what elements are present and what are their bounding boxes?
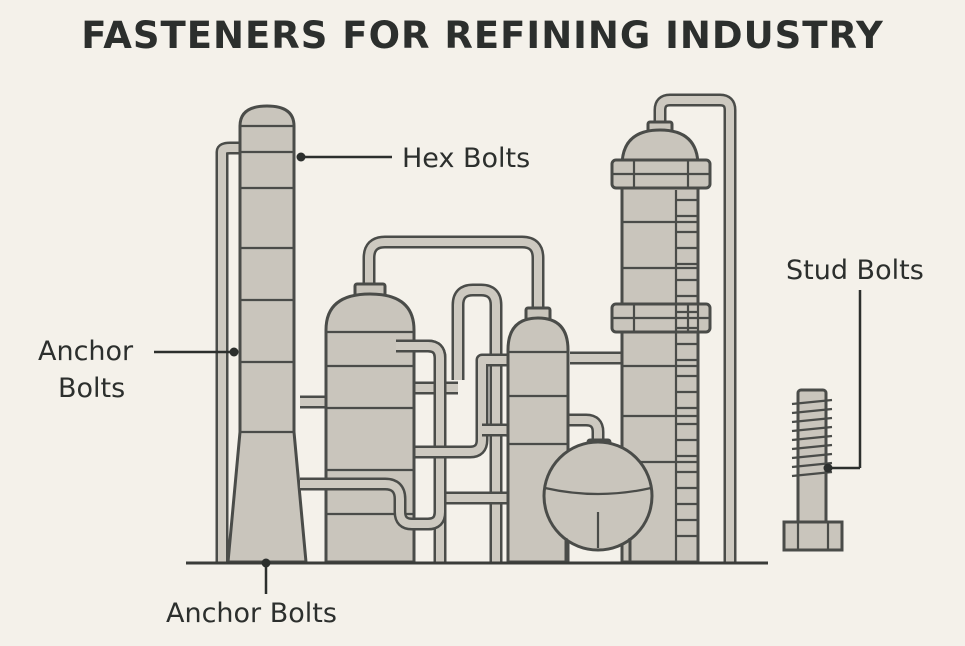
bolt-thread <box>791 407 833 415</box>
bolt-thread <box>791 425 833 433</box>
stud-bolt <box>782 388 844 552</box>
page-title: FASTENERS FOR REFINING INDUSTRY <box>81 14 884 57</box>
label-hex-bolts: Hex Bolts <box>402 143 531 174</box>
label-anchor-bolts-left-line1: Anchor <box>38 336 134 367</box>
distillation-column <box>610 120 712 564</box>
tall-stack <box>226 104 308 564</box>
bolt-thread <box>791 452 833 460</box>
bolt-thread <box>791 416 833 424</box>
leader-lines <box>154 152 862 594</box>
bolt-thread <box>791 398 833 406</box>
bolt-thread <box>791 470 833 478</box>
bolt-thread <box>791 461 833 469</box>
label-stud-bolts: Stud Bolts <box>786 255 924 286</box>
bolt-thread <box>791 443 833 451</box>
label-anchor-bolts-bottom: Anchor Bolts <box>166 598 337 629</box>
label-anchor-bolts-left-line2: Bolts <box>58 373 126 404</box>
front-pipes <box>300 339 447 531</box>
sphere-tank <box>542 438 654 562</box>
vessel-drum-large <box>324 282 416 564</box>
bolt-thread <box>791 434 833 442</box>
